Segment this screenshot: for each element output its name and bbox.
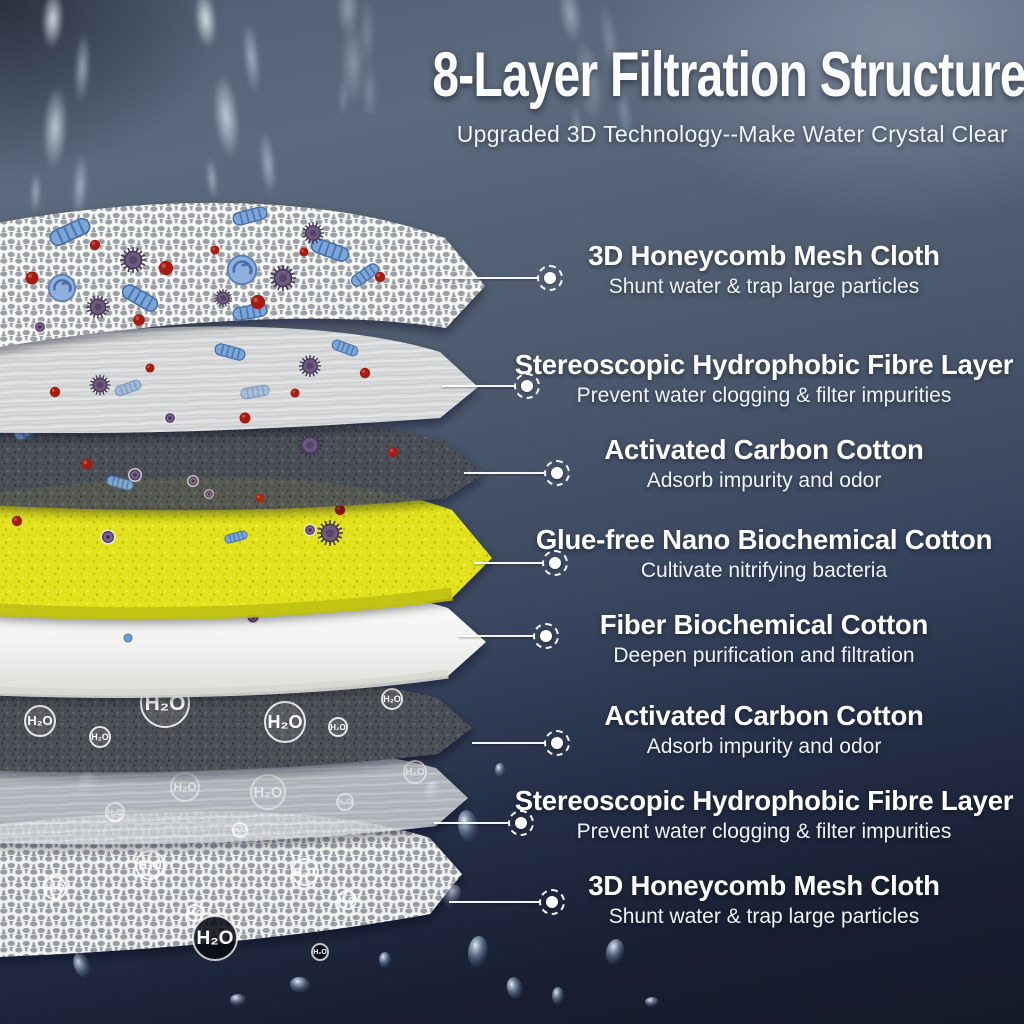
svg-text:H₂O: H₂O xyxy=(253,784,282,801)
layer-sheet-activated-carbon-lower: H₂O H₂O H₂O H₂O H₂O H₂O xyxy=(0,676,472,773)
layer-sheet-activated-carbon-upper xyxy=(0,413,484,511)
leader-dot-ring xyxy=(542,550,568,576)
leader-marker-7 xyxy=(434,810,534,836)
callout-description: Prevent water clogging & filter impuriti… xyxy=(576,384,952,407)
layer-callout-2: Stereoscopic Hydrophobic Fibre Layer Pre… xyxy=(514,349,1014,408)
leader-dot-ring xyxy=(539,889,565,915)
leader-line xyxy=(439,276,539,280)
layer-callout-7: Stereoscopic Hydrophobic Fibre Layer Pre… xyxy=(514,785,1014,844)
svg-text:H₂O: H₂O xyxy=(234,828,246,834)
svg-text:H₂O: H₂O xyxy=(330,723,346,732)
layer-callout-3: Activated Carbon Cotton Adsorb impurity … xyxy=(514,434,1014,493)
page-title: 8-Layer Filtration Structure xyxy=(432,40,1024,110)
leader-dot xyxy=(544,272,556,284)
callout-title: Glue-free Nano Biochemical Cotton xyxy=(535,524,993,555)
layer-callout-1: 3D Honeycomb Mesh Cloth Shunt water & tr… xyxy=(514,240,1014,299)
svg-text:H₂O: H₂O xyxy=(91,732,109,742)
leader-marker-3 xyxy=(464,460,570,486)
leader-line xyxy=(459,634,535,638)
leader-dot xyxy=(551,737,563,749)
leader-marker-6 xyxy=(472,730,570,756)
callout-description: Cultivate nitrifying bacteria xyxy=(640,559,888,582)
svg-text:H₂O: H₂O xyxy=(338,799,352,806)
leader-dot-ring xyxy=(544,730,570,756)
callout-description: Adsorb impurity and odor xyxy=(646,735,882,758)
leader-line xyxy=(449,900,541,904)
leader-dot-ring xyxy=(537,265,563,291)
layer-sheet-honeycomb-mesh-top xyxy=(0,202,485,347)
svg-text:H₂O: H₂O xyxy=(45,883,65,894)
svg-text:H₂O: H₂O xyxy=(268,712,303,732)
callout-title: Activated Carbon Cotton xyxy=(604,434,924,465)
leader-line xyxy=(472,741,546,745)
layer-sheet-honeycomb-mesh-bottom: H₂O H₂O H₂O H₂O H₂O H₂O H₂O xyxy=(0,811,462,961)
leader-marker-4 xyxy=(474,550,568,576)
svg-text:H₂O: H₂O xyxy=(138,858,161,872)
callout-title: 3D Honeycomb Mesh Cloth xyxy=(588,870,940,901)
layer-sheet-nano-biochemical-cotton xyxy=(0,477,492,621)
layer-callout-8: 3D Honeycomb Mesh Cloth Shunt water & tr… xyxy=(514,870,1014,929)
callout-description: Adsorb impurity and odor xyxy=(646,469,882,492)
header: 8-Layer Filtration Structure Upgraded 3D… xyxy=(250,40,1024,148)
svg-text:H₂O: H₂O xyxy=(197,928,234,949)
leader-dot xyxy=(551,467,563,479)
callout-description: Deepen purification and filtration xyxy=(613,644,915,667)
callout-description: Shunt water & trap large particles xyxy=(608,905,920,928)
callout-title: Stereoscopic Hydrophobic Fibre Layer xyxy=(514,785,1014,816)
callout-description: Shunt water & trap large particles xyxy=(608,275,920,298)
leader-dot xyxy=(521,380,533,392)
leader-line xyxy=(434,821,510,825)
leader-dot xyxy=(546,896,558,908)
leader-line xyxy=(464,471,546,475)
filter-layer-stack: H₂O H₂O H₂O H₂O H₂O H₂O H₂O H₂O H₂O H₂O … xyxy=(0,202,659,1007)
svg-text:H₂O: H₂O xyxy=(173,780,196,794)
svg-text:H₂O: H₂O xyxy=(294,867,316,879)
callout-title: Activated Carbon Cotton xyxy=(604,700,924,731)
callout-description: Prevent water clogging & filter impuriti… xyxy=(576,820,952,843)
svg-text:H₂O: H₂O xyxy=(405,767,425,778)
particle-group xyxy=(123,609,261,643)
leader-dot-ring xyxy=(508,810,534,836)
svg-text:H₂O: H₂O xyxy=(383,694,401,704)
layer-callout-4: Glue-free Nano Biochemical Cotton Cultiv… xyxy=(514,524,1014,583)
leader-marker-8 xyxy=(449,889,565,915)
layer-callout-6: Activated Carbon Cotton Adsorb impurity … xyxy=(514,700,1014,759)
leader-dot xyxy=(549,557,561,569)
page-subtitle: Upgraded 3D Technology--Make Water Cryst… xyxy=(456,121,1008,147)
leader-marker-1 xyxy=(439,265,563,291)
svg-text:H₂O: H₂O xyxy=(188,910,202,917)
leader-dot-ring xyxy=(544,460,570,486)
leader-dot-ring xyxy=(533,623,559,649)
callout-title: Stereoscopic Hydrophobic Fibre Layer xyxy=(514,349,1014,380)
callout-title: 3D Honeycomb Mesh Cloth xyxy=(588,240,940,271)
callout-title: Fiber Biochemical Cotton xyxy=(599,609,929,640)
svg-text:H₂O: H₂O xyxy=(339,896,355,905)
leader-line xyxy=(442,384,516,388)
leader-marker-5 xyxy=(459,623,559,649)
leader-dot-ring xyxy=(514,373,540,399)
layer-sheet-hydrophobic-fibre-upper xyxy=(0,326,478,434)
svg-text:H₂O: H₂O xyxy=(107,808,123,817)
leader-marker-2 xyxy=(442,373,540,399)
leader-line xyxy=(474,561,544,565)
svg-text:H₂O: H₂O xyxy=(313,949,327,956)
layer-callout-5: Fiber Biochemical Cotton Deepen purifica… xyxy=(514,609,1014,668)
leader-dot xyxy=(540,630,552,642)
svg-text:H₂O: H₂O xyxy=(27,713,52,728)
leader-dot xyxy=(515,817,527,829)
